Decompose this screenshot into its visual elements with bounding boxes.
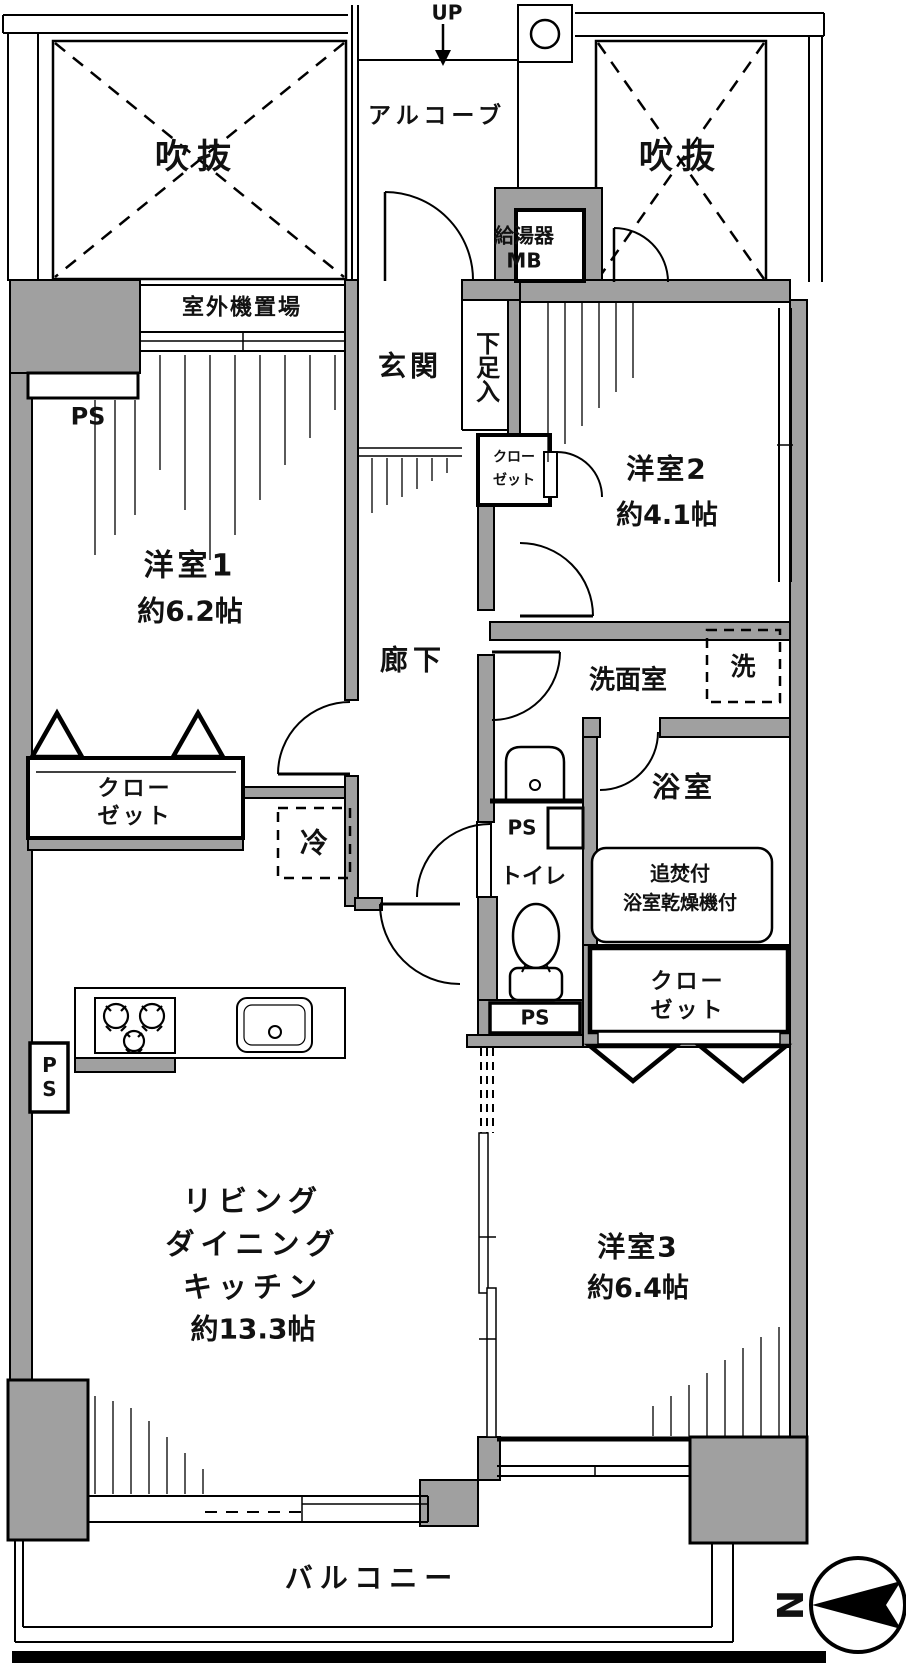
stove-icon [102,1002,166,1054]
ps-label-1: PS [70,402,106,431]
bedroom3-closet-label-1: クロー [650,969,726,995]
ps-label-3: PS [520,1005,550,1030]
bedroom3-closet-label-2: ゼット [650,998,726,1024]
alcove-area [351,4,573,281]
bedroom1-closet-label-2: ゼット [97,804,173,830]
bedroom1-closet-label-1: クロー [97,776,173,802]
compass-icon [809,1556,906,1654]
washroom-label: 洗面室 [588,665,668,696]
fridge-space-box [276,806,352,880]
ldk-size: 約13.3帖 [190,1312,316,1346]
water-heater-label: 給湯器 [494,223,554,248]
bedroom2-name: 洋室2 [626,452,708,486]
hatch-marks [94,302,780,1494]
entrance-closet-label-1: クロー [493,449,535,466]
alcove-label: アルコーブ [368,102,506,129]
bedroom1-name: 洋室1 [143,548,237,584]
bath-note-1: 追焚付 [650,861,710,886]
ps-label-4: PS [37,1053,62,1101]
walls [6,187,809,1545]
corridor-label: 廊下 [379,643,447,677]
washer-space-box [705,628,782,704]
folding-door-marks [28,708,793,1084]
door-swings [277,191,669,985]
compass-north-label: N [771,1589,813,1621]
void-left [2,14,348,281]
bathtub-icon [590,846,774,944]
bedroom3-size: 約6.4帖 [587,1272,689,1304]
bathroom-label: 浴室 [651,770,717,804]
windows-and-lines [87,284,793,1523]
toilet-icon [508,902,564,1002]
washbasin-icon [504,745,566,800]
bath-note-2: 浴室乾燥機付 [622,892,738,915]
sliding-partition [478,1048,497,1438]
entrance-label: 玄関 [377,349,443,383]
bedroom1-size: 約6.2帖 [137,594,243,628]
washer-label: 洗 [730,651,756,681]
entrance-closet-label-2: ゼット [493,472,535,489]
meter-box-label: MB [506,248,542,273]
ldk-label-1: リビング [182,1183,324,1218]
void-left-label: 吹抜 [155,137,239,178]
kitchen-counter [74,987,346,1059]
shoe-cabinet-label: 下足入 [471,331,500,403]
duct-and-storage-boxes [26,208,791,1114]
void-right-label: 吹抜 [639,137,723,178]
outdoor-unit-label: 室外機置場 [181,295,303,321]
ps-label-2: PS [507,815,537,840]
bedroom2-size: 約4.1帖 [616,499,718,531]
fridge-label: 冷 [299,826,329,860]
up-label: UP [431,0,463,25]
site-boundary-bar [12,1651,826,1663]
ldk-label-3: キッチン [182,1269,324,1304]
balcony-label: バルコニー [284,1561,460,1595]
bedroom3-name: 洋室3 [597,1230,679,1264]
balcony-railing [14,1540,734,1643]
ldk-label-2: ダイニング [165,1226,341,1261]
toilet-label: トイレ [499,864,567,890]
up-arrow-icon [435,24,451,66]
